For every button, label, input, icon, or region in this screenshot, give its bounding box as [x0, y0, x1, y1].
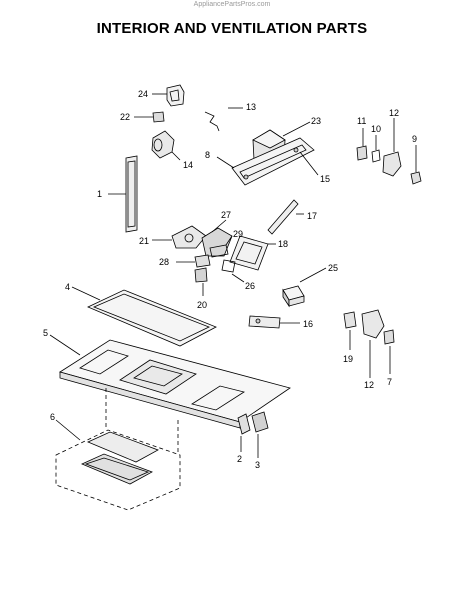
part-4-filter-panel[interactable]	[71, 286, 217, 347]
part-10-switch[interactable]	[371, 135, 381, 163]
callout-20: 20	[197, 300, 207, 310]
callout-18: 18	[278, 239, 288, 249]
part-22-clip[interactable]	[134, 111, 165, 123]
callout-7: 7	[387, 377, 392, 387]
callout-24: 24	[138, 89, 148, 99]
callout-25: 25	[328, 263, 338, 273]
part-29-cover[interactable]	[209, 235, 233, 258]
part-8-chassis[interactable]	[216, 137, 319, 186]
callout-27: 27	[221, 210, 231, 220]
watermark: AppliancePartsPros.com	[193, 1, 271, 8]
callout-11: 11	[357, 116, 366, 126]
part-9-plug[interactable]	[410, 145, 422, 185]
part-12-interlock-top[interactable]	[382, 118, 402, 177]
callout-29: 29	[233, 229, 243, 239]
part-2-knob[interactable]	[237, 413, 251, 452]
callout-4: 4	[65, 282, 70, 292]
callout-14: 14	[183, 160, 193, 170]
part-20-connector[interactable]	[194, 267, 208, 296]
callout-19: 19	[343, 354, 353, 364]
callout-6: 6	[50, 412, 55, 422]
part-28-bushing[interactable]	[176, 254, 211, 268]
callout-17: 17	[307, 211, 317, 221]
callout-23: 23	[311, 116, 321, 126]
part-26-small-part[interactable]	[221, 259, 245, 283]
part-7-switch[interactable]	[383, 329, 395, 374]
part-6-grease-filter[interactable]	[55, 388, 181, 511]
part-25-box[interactable]	[282, 267, 327, 308]
callout-5: 5	[43, 328, 48, 338]
part-16-bracket[interactable]	[248, 315, 300, 329]
part-12-interlock-bottom[interactable]	[361, 309, 385, 378]
callout-10: 10	[371, 124, 381, 134]
callout-9: 9	[412, 134, 417, 144]
part-24-bracket[interactable]	[152, 84, 185, 107]
callout-26: 26	[245, 281, 255, 291]
callout-12-top: 12	[389, 108, 399, 118]
part-21-fan-motor[interactable]	[152, 225, 207, 249]
part-18-plate[interactable]	[229, 235, 276, 271]
diagram-title: INTERIOR AND VENTILATION PARTS	[96, 20, 368, 37]
part-19-switch[interactable]	[343, 311, 357, 350]
part-27-motor-body[interactable]	[201, 219, 233, 257]
callout-16: 16	[303, 319, 313, 329]
part-5-cavity[interactable]	[49, 334, 291, 429]
part-11-switch[interactable]	[356, 128, 368, 161]
callout-1: 1	[97, 189, 102, 199]
part-3-shaft[interactable]	[251, 411, 269, 458]
callout-3: 3	[255, 460, 260, 470]
part-1-vertical-bracket[interactable]	[108, 155, 138, 233]
callout-8: 8	[205, 150, 210, 160]
callout-13: 13	[246, 102, 256, 112]
part-14-capacitor[interactable]	[151, 130, 181, 161]
callout-28: 28	[159, 257, 169, 267]
callout-21: 21	[139, 236, 149, 246]
part-17-strip[interactable]	[267, 199, 304, 235]
callout-22: 22	[120, 112, 130, 122]
callout-15: 15	[320, 174, 330, 184]
callout-2: 2	[237, 454, 242, 464]
part-13-wire[interactable]	[204, 107, 243, 132]
callout-12-bottom: 12	[364, 380, 374, 390]
